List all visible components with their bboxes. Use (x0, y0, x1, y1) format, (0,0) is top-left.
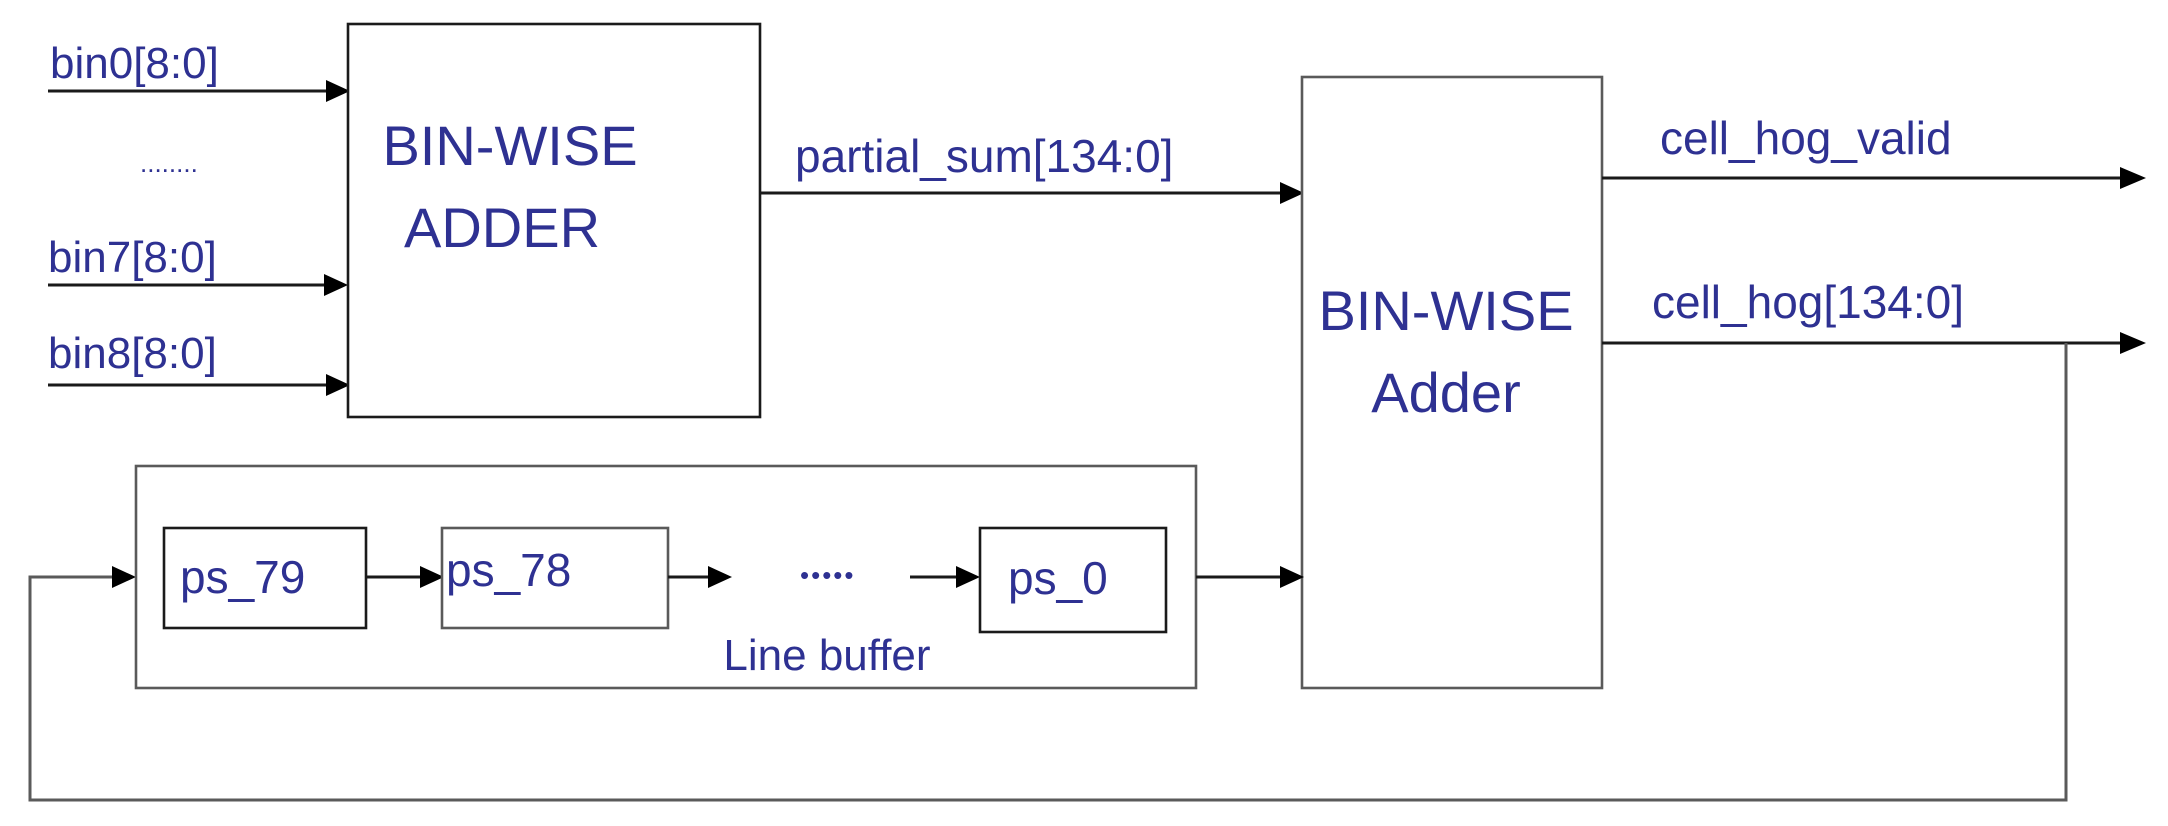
signal-label-cell-hog-valid: cell_hog_valid (1660, 112, 1952, 164)
wire-ps79-to-ps78 (366, 566, 444, 588)
register-label-ps-0: ps_0 (1008, 552, 1108, 604)
input-wire-bin8 (48, 374, 350, 396)
bin-wise-adder-block-2: BIN-WISE Adder (1300, 75, 1604, 690)
register-ps-79: ps_79 (162, 526, 368, 630)
adder1-title-line1: BIN-WISE (382, 114, 637, 177)
register-ps-78: ps_78 (440, 526, 670, 630)
signal-label-partial-sum: partial_sum[134:0] (795, 130, 1173, 182)
register-chain-ellipsis: ••••• (800, 560, 856, 590)
wire-cell-hog-valid (1602, 167, 2146, 189)
line-buffer-label: Line buffer (723, 631, 930, 680)
input-ellipsis: ........ (140, 148, 198, 178)
adder1-title-line2: ADDER (404, 196, 600, 259)
wire-partial-sum (760, 182, 1304, 204)
input-wire-bin7 (48, 274, 348, 296)
input-label-bin0: bin0[8:0] (50, 39, 219, 88)
adder2-title-line2: Adder (1371, 361, 1520, 424)
input-label-bin7: bin7[8:0] (48, 233, 217, 282)
line-buffer-block: Line buffer ps_79 ps_78 ••••• ps_0 (134, 464, 1198, 690)
feedback-loop-wire (28, 343, 2068, 802)
register-label-ps-79: ps_79 (180, 551, 305, 603)
wire-line-buffer-to-adder2 (1196, 566, 1304, 588)
wire-ps78-to-dots (668, 566, 732, 588)
input-wire-bin0 (48, 80, 350, 102)
adder2-title-line1: BIN-WISE (1318, 279, 1573, 342)
register-label-ps-78: ps_78 (446, 544, 571, 596)
register-ps-0: ps_0 (978, 526, 1168, 634)
bin-wise-adder-block-1: BIN-WISE ADDER (346, 22, 762, 419)
input-label-bin8: bin8[8:0] (48, 329, 217, 378)
wire-cell-hog (1602, 332, 2146, 354)
signal-label-cell-hog: cell_hog[134:0] (1652, 276, 1964, 328)
wire-dots-to-ps0 (910, 566, 980, 588)
